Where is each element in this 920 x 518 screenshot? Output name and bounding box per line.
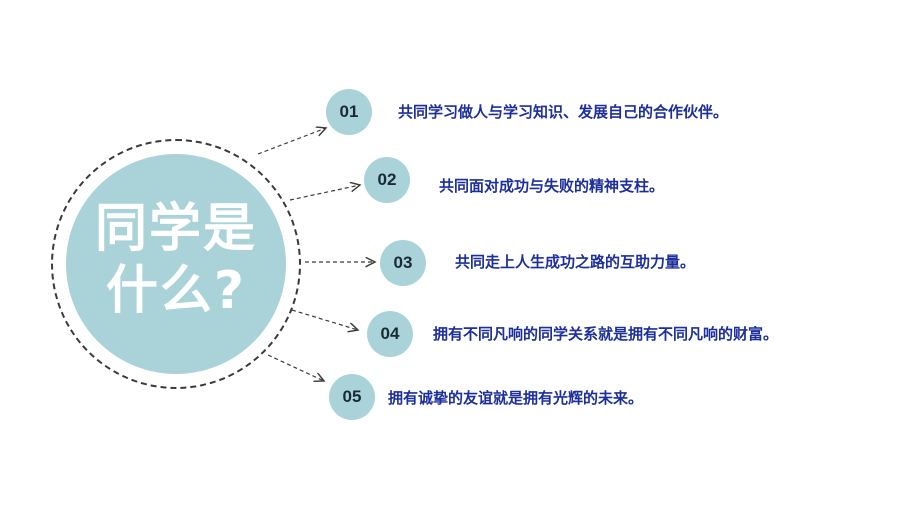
hub-circle [66, 154, 286, 374]
hub-dashed-ring [51, 139, 301, 389]
item-text-02: 共同面对成功与失败的精神支柱。 [439, 177, 665, 195]
item-text-01: 共同学习做人与学习知识、发展自己的合作伙伴。 [398, 103, 729, 121]
badge-02: 02 [364, 157, 410, 203]
arrow-01 [257, 128, 326, 155]
arrow-02 [289, 185, 360, 201]
badge-03: 03 [380, 240, 426, 286]
item-text-05: 拥有诚挚的友谊就是拥有光辉的未来。 [388, 389, 644, 407]
arrow-05 [267, 354, 324, 381]
hub-title: 同学是 什么? [66, 198, 286, 322]
hub-title-line2: 什么? [105, 261, 247, 321]
item-text-03: 共同走上人生成功之路的互助力量。 [455, 253, 696, 271]
arrow-04 [291, 309, 358, 330]
item-text-04: 拥有不同凡响的同学关系就是拥有不同凡响的财富。 [433, 325, 779, 343]
badge-04: 04 [367, 311, 413, 357]
badge-05: 05 [329, 374, 375, 420]
badge-01: 01 [326, 89, 372, 135]
hub-title-line1: 同学是 [94, 199, 257, 259]
